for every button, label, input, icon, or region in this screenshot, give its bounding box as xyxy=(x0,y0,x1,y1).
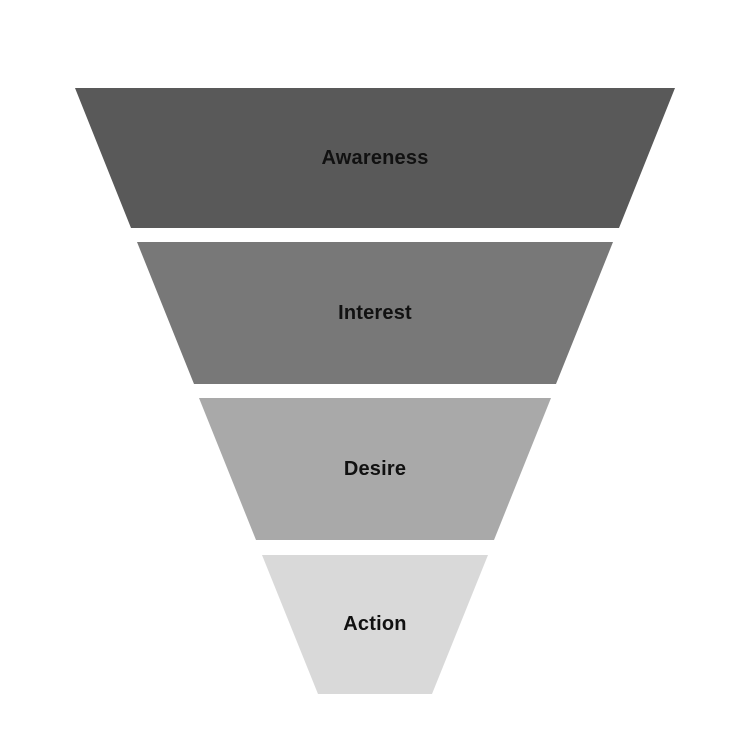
funnel-stage-action: Action xyxy=(262,555,488,694)
funnel-stage-interest: Interest xyxy=(137,242,613,384)
funnel-stage-desire: Desire xyxy=(199,398,551,540)
funnel-stage-label: Interest xyxy=(338,301,412,324)
funnel-stage-label: Action xyxy=(343,613,407,635)
funnel-stage-label: Desire xyxy=(343,457,407,480)
funnel-stage-awareness: Awareness xyxy=(75,88,675,228)
funnel-stage-label: Awareness xyxy=(321,146,429,169)
